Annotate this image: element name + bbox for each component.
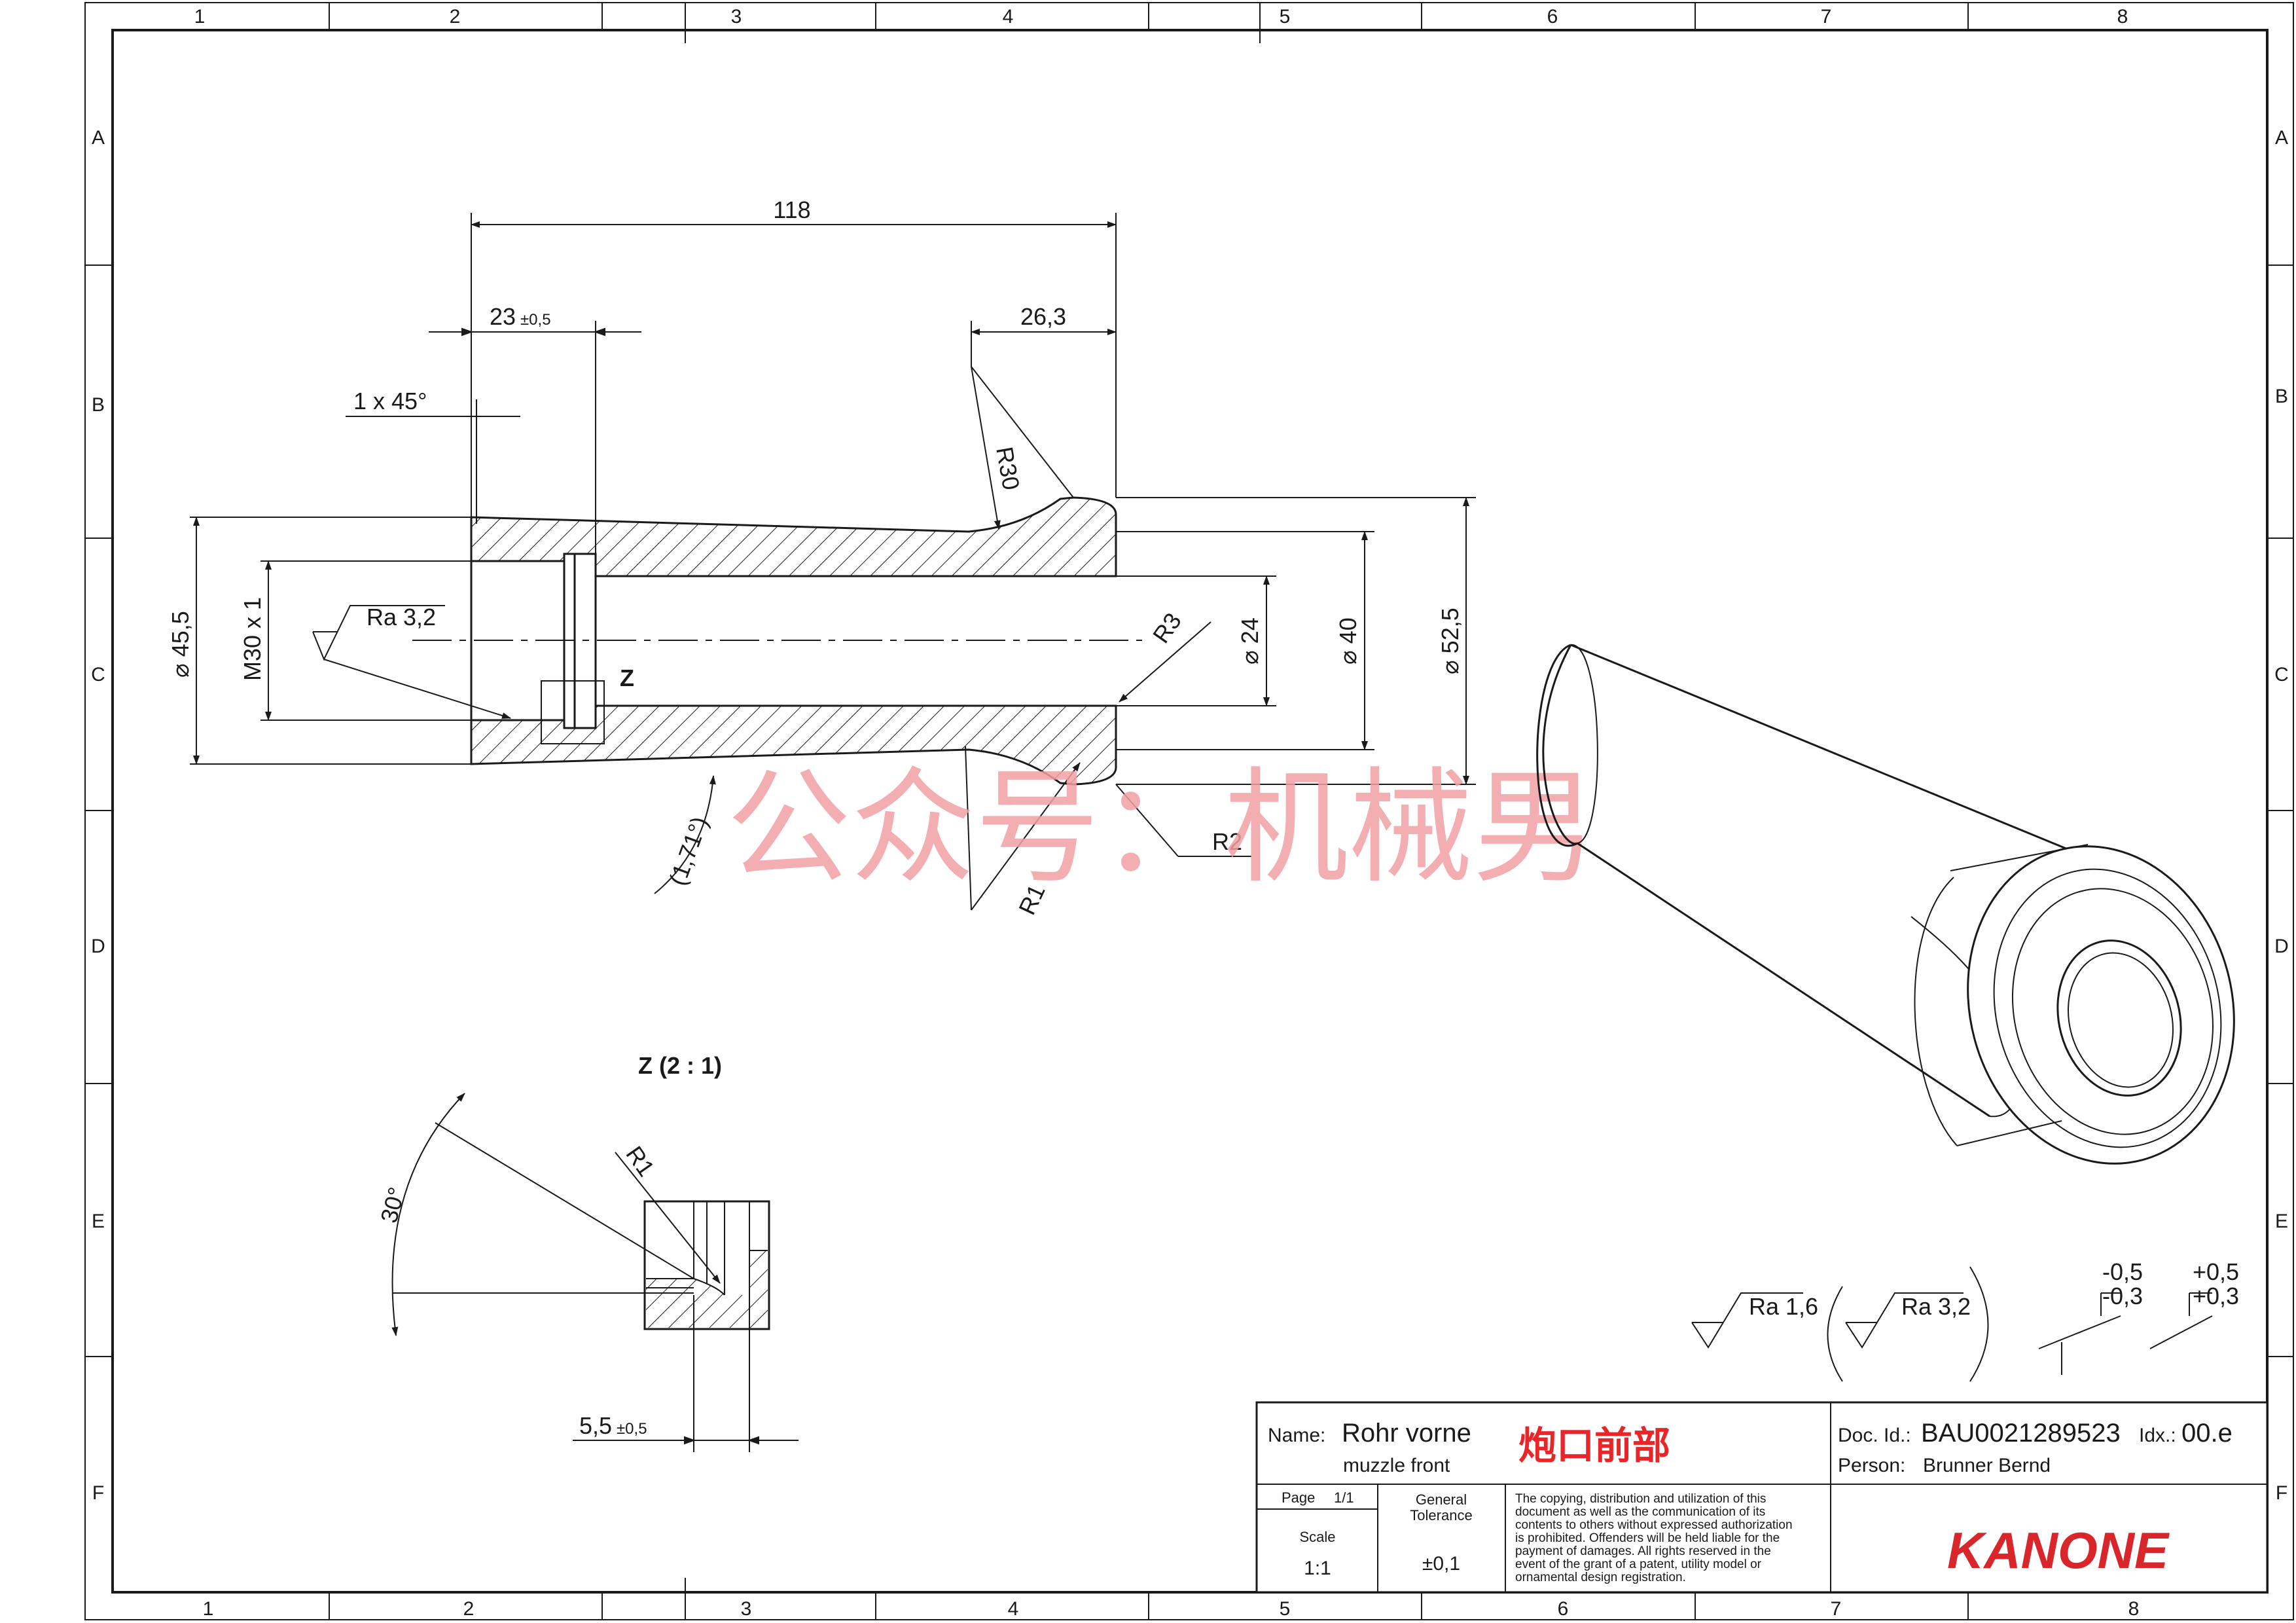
company-logo: KANONE bbox=[1947, 1522, 2170, 1579]
dim-taper-angle: (1,71°) bbox=[664, 813, 713, 889]
legal-line-1: The copying, distribution and utilizatio… bbox=[1515, 1492, 1766, 1506]
zone-row-d-left: D bbox=[91, 936, 105, 957]
legal-line-7: ornamental design registration. bbox=[1515, 1571, 1686, 1584]
dim-radius-flange: R30 bbox=[991, 445, 1025, 492]
part-name: Rohr vorne bbox=[1342, 1419, 1471, 1448]
part-name-cn: 炮口前部 bbox=[1518, 1423, 1670, 1468]
zone-row-c-right: C bbox=[2274, 664, 2289, 685]
zone-col-2-top: 2 bbox=[450, 6, 461, 27]
legal-line-4: is prohibited. Offenders will be held li… bbox=[1515, 1531, 1780, 1545]
detail-angle: 30° bbox=[375, 1184, 410, 1226]
surface-finish-symbols bbox=[1691, 1266, 2213, 1382]
watermark: 公众号：机械男 bbox=[726, 756, 1597, 900]
zone-row-a-left: A bbox=[92, 127, 105, 149]
zone-col-8-bottom: 8 bbox=[2128, 1598, 2140, 1620]
tolerance-value: ±0,1 bbox=[1422, 1553, 1460, 1575]
person-label: Person: bbox=[1838, 1455, 1905, 1476]
zone-row-d-right: D bbox=[2274, 936, 2289, 957]
zone-row-e-left: E bbox=[92, 1211, 105, 1232]
zone-row-e-right: E bbox=[2275, 1211, 2288, 1232]
zone-col-1-top: 1 bbox=[194, 6, 206, 27]
surface-general-label: Ra 1,6 bbox=[1749, 1293, 1818, 1320]
tolerance-label-1: General bbox=[1416, 1491, 1467, 1508]
surface-bracket-label: Ra 3,2 bbox=[1901, 1293, 1971, 1320]
zone-row-f-right: F bbox=[2276, 1482, 2287, 1504]
tol-neg-upper: -0,5 bbox=[2102, 1258, 2143, 1285]
dim-dia-outer-rear: ⌀ 45,5 bbox=[167, 611, 194, 678]
roughness-bore-label: Ra 3,2 bbox=[367, 604, 436, 630]
idx-value: 00.e bbox=[2181, 1419, 2233, 1448]
page-value: 1/1 bbox=[1334, 1489, 1354, 1506]
detail-radius: R1 bbox=[620, 1141, 660, 1181]
dim-thread: M30 x 1 bbox=[239, 597, 266, 681]
zone-col-4-bottom: 4 bbox=[1008, 1598, 1019, 1620]
zone-labels: 1 2 3 4 5 6 7 8 1 2 3 4 5 6 7 8 A B C D … bbox=[91, 6, 2289, 1620]
dim-radius-outer: R2 bbox=[1212, 828, 1242, 855]
scale-value: 1:1 bbox=[1304, 1558, 1331, 1579]
tol-pos-lower: +0,3 bbox=[2193, 1283, 2239, 1309]
drawing-frame bbox=[84, 2, 2294, 1620]
detail-hatch-lower bbox=[646, 1250, 768, 1328]
roughness-symbol-bore bbox=[312, 605, 445, 661]
dim-dia-bore: ⌀ 24 bbox=[1236, 617, 1263, 665]
zone-col-5-top: 5 bbox=[1280, 6, 1291, 27]
title-block bbox=[1255, 1401, 2269, 1594]
tol-pos-upper: +0,5 bbox=[2193, 1258, 2239, 1285]
dim-flange-length: 26,3 bbox=[1020, 303, 1066, 330]
dim-dia-inner: ⌀ 40 bbox=[1335, 617, 1361, 665]
scale-label: Scale bbox=[1299, 1529, 1335, 1545]
zone-row-f-left: F bbox=[92, 1482, 104, 1504]
dim-thread-length-tol: ±0,5 bbox=[520, 311, 551, 329]
legal-line-3: contents to others without expressed aut… bbox=[1515, 1518, 1793, 1532]
zone-col-6-bottom: 6 bbox=[1558, 1598, 1569, 1620]
detail-groove-width: 5,5 bbox=[579, 1412, 612, 1439]
page-label: Page bbox=[1282, 1489, 1315, 1506]
part-name-en: muzzle front bbox=[1343, 1455, 1450, 1476]
zone-col-7-bottom: 7 bbox=[1831, 1598, 1842, 1620]
zone-row-a-right: A bbox=[2275, 127, 2288, 149]
zone-col-8-top: 8 bbox=[2117, 6, 2128, 27]
name-label: Name: bbox=[1268, 1425, 1325, 1446]
dim-thread-length: 23 bbox=[490, 303, 516, 330]
dim-chamfer: 1 x 45° bbox=[353, 388, 427, 414]
person-name: Brunner Bernd bbox=[1923, 1455, 2051, 1476]
zone-col-4-top: 4 bbox=[1003, 6, 1014, 27]
zone-col-6-top: 6 bbox=[1547, 6, 1558, 27]
title-block-content: Name: Rohr vorne muzzle front 炮口前部 Doc. … bbox=[1268, 1419, 2233, 1584]
detail-view bbox=[391, 1093, 798, 1452]
legal-line-5: payment of damages. All rights reserved … bbox=[1515, 1544, 1771, 1558]
surface-finish-labels: Ra 1,6 Ra 3,2 -0,5 -0,3 +0,5 +0,3 bbox=[1749, 1258, 2239, 1320]
dim-dia-flange: ⌀ 52,5 bbox=[1437, 608, 1463, 674]
dim-radius-inner: R3 bbox=[1147, 608, 1187, 647]
doc-id-label: Doc. Id.: bbox=[1838, 1425, 1911, 1446]
zone-col-2-bottom: 2 bbox=[463, 1598, 475, 1620]
tolerance-label-2: Tolerance bbox=[1410, 1507, 1472, 1523]
zone-col-5-bottom: 5 bbox=[1280, 1598, 1291, 1620]
isometric-view bbox=[1536, 644, 2235, 1165]
idx-label: Idx.: bbox=[2139, 1425, 2176, 1446]
detail-title: Z (2 : 1) bbox=[638, 1052, 722, 1079]
zone-row-c-left: C bbox=[91, 664, 105, 685]
detail-groove-width-tol: ±0,5 bbox=[617, 1420, 647, 1438]
dim-overall-length: 118 bbox=[773, 196, 810, 223]
section-view bbox=[190, 213, 1476, 911]
zone-col-7-top: 7 bbox=[1821, 6, 1832, 27]
tol-neg-lower: -0,3 bbox=[2102, 1283, 2143, 1309]
zone-col-3-top: 3 bbox=[731, 6, 742, 27]
legal-line-6: event of the grant of a patent, utility … bbox=[1515, 1558, 1762, 1571]
zone-col-1-bottom: 1 bbox=[203, 1598, 214, 1620]
legal-line-2: document as well as the communication of… bbox=[1515, 1505, 1765, 1519]
zone-col-3-bottom: 3 bbox=[741, 1598, 752, 1620]
detail-marker-z: Z bbox=[620, 665, 634, 691]
zone-row-b-right: B bbox=[2275, 386, 2288, 407]
zone-row-b-left: B bbox=[92, 394, 105, 416]
section-wall-bottom bbox=[470, 704, 1117, 786]
doc-id: BAU0021289523 bbox=[1921, 1419, 2121, 1448]
